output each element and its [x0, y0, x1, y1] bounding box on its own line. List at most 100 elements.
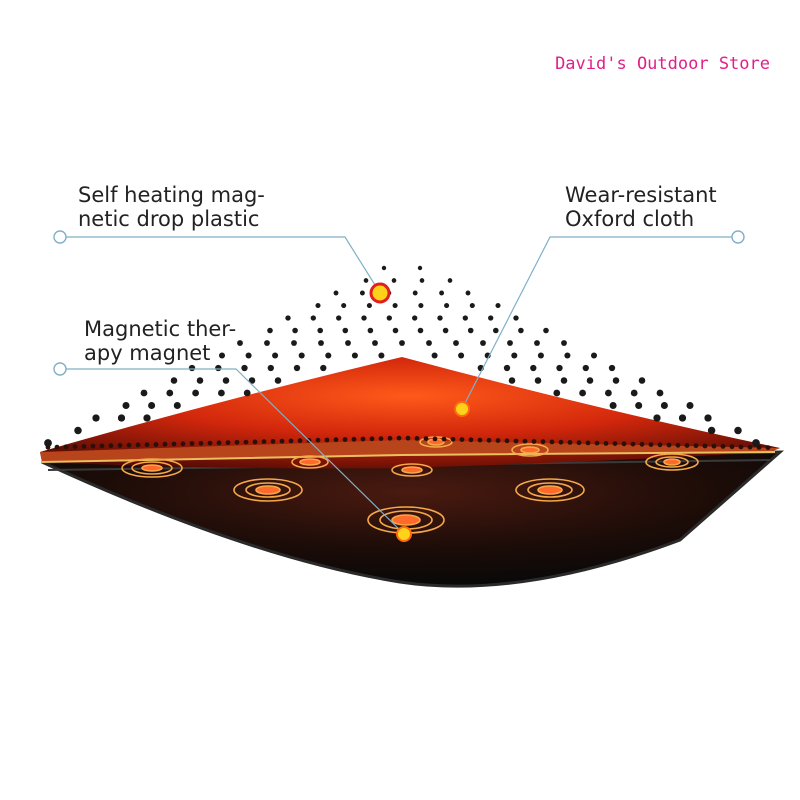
magnetic-dot	[765, 445, 771, 450]
magnetic-dot	[267, 327, 273, 334]
magnetic-dot	[522, 438, 528, 444]
magnetic-dot	[245, 352, 252, 359]
magnetic-dot	[198, 440, 204, 446]
magnetic-dot	[396, 435, 402, 441]
magnetic-dot	[360, 436, 366, 442]
magnetic-dot	[241, 364, 248, 372]
magnetic-dot	[92, 414, 100, 422]
heating-layer	[40, 357, 780, 469]
magnetic-dot	[585, 440, 591, 446]
magnetic-dot	[576, 440, 582, 446]
magnetic-dot	[488, 315, 494, 321]
magnetic-dot	[432, 436, 438, 442]
magnetic-dot	[666, 442, 672, 448]
magnetic-dot	[738, 444, 744, 450]
magnetic-dot	[341, 302, 347, 309]
magnetic-dot	[508, 377, 516, 384]
magnetic-dot	[272, 352, 279, 359]
magnetic-dot	[218, 352, 226, 359]
magnetic-dot	[293, 364, 301, 372]
magnetic-dot	[621, 441, 627, 447]
magnetic-dot	[148, 401, 156, 410]
magnetic-dot	[366, 302, 372, 309]
magnetic-dot	[285, 315, 291, 321]
magnetic-dot	[351, 436, 357, 442]
magnetic-dot	[63, 444, 69, 450]
magnetic-dot	[612, 441, 618, 446]
magnetic-dot	[417, 265, 423, 271]
magnetic-dot	[359, 290, 365, 296]
magnetic-dot	[594, 440, 600, 446]
magnetic-dot	[99, 443, 105, 449]
magnetic-dot	[90, 443, 96, 449]
magnetic-dot	[387, 435, 393, 441]
magnetic-dot	[267, 364, 274, 372]
magnetic-dot	[439, 290, 445, 296]
magnetic-dot	[534, 377, 542, 384]
magnetic-dot	[412, 290, 418, 296]
magnetic-dot	[381, 265, 387, 271]
leader-circle-magnet	[53, 362, 67, 376]
magnetic-dot	[418, 302, 424, 309]
magnetic-dot	[74, 426, 82, 435]
magnetic-dot	[720, 444, 726, 449]
magnetic-dot	[363, 278, 369, 283]
magnetic-dot	[579, 389, 586, 397]
magnetic-dot	[531, 439, 537, 444]
magnetic-dot	[279, 438, 285, 444]
magnetic-dot	[450, 436, 456, 442]
magnetic-dot	[218, 389, 225, 397]
magnetic-dot	[288, 438, 294, 444]
magnetic-dot	[752, 439, 760, 447]
magnetic-dot	[444, 302, 450, 309]
magnetic-dot	[507, 340, 513, 346]
magnetic-dot	[317, 327, 324, 334]
magnetic-dot	[153, 442, 159, 447]
leader-circle-oxford	[731, 230, 745, 244]
magnetic-dot	[274, 377, 282, 384]
magnetic-dot	[162, 441, 168, 447]
magnetic-dot	[504, 438, 510, 444]
magnetic-dot	[530, 364, 537, 372]
magnetic-dot	[342, 327, 349, 334]
magnetic-dot	[252, 439, 258, 445]
magnetic-dot	[189, 441, 195, 446]
magnetic-dot	[678, 414, 687, 422]
magnetic-dot	[342, 437, 348, 442]
highlight-markers	[369, 282, 470, 542]
magnetic-dot	[447, 278, 453, 283]
magnetic-dot	[237, 340, 243, 346]
magnetic-dot	[345, 340, 351, 346]
magnetic-dot	[656, 389, 664, 397]
magnetic-dot	[351, 352, 358, 359]
magnetic-dot	[325, 352, 332, 359]
magnetic-dot-grid	[44, 265, 771, 450]
magnet-markers	[121, 436, 699, 534]
magnetic-dot	[684, 443, 690, 448]
magnetic-dot	[756, 445, 762, 450]
magnetic-dot	[180, 441, 186, 447]
magnetic-dot	[170, 377, 178, 384]
magnetic-dot	[333, 290, 339, 296]
magnetic-dot	[144, 442, 150, 448]
label-magnet: Magnetic ther- apy magnet	[84, 317, 237, 365]
magnetic-dot	[711, 443, 717, 449]
magnetic-dot	[248, 377, 256, 384]
magnetic-dot	[261, 439, 267, 444]
magnetic-dot	[234, 439, 240, 445]
magnetic-dot	[297, 438, 303, 444]
magnetic-dot	[543, 327, 549, 334]
leader-circle-self	[53, 230, 67, 244]
magnetic-dot	[648, 442, 654, 447]
leader-self-heating	[60, 236, 381, 294]
magnetic-dot	[173, 401, 181, 410]
magnetic-dot	[675, 442, 681, 448]
magnetic-dot	[467, 327, 474, 334]
magnetic-dot	[609, 401, 617, 410]
magnetic-dot	[426, 340, 432, 346]
magnetic-dot	[441, 436, 447, 442]
magnetic-dot	[45, 444, 51, 450]
magnetic-dot	[540, 439, 546, 445]
magnetic-dot	[392, 327, 399, 334]
